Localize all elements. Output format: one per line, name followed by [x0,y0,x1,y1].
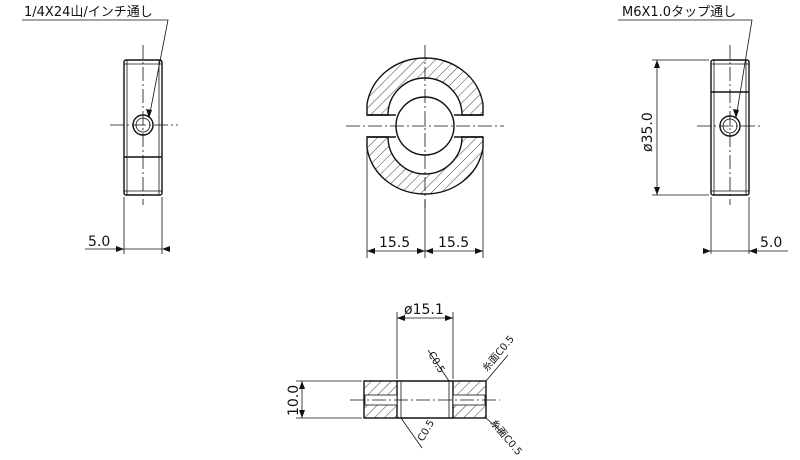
bore-arrow-1 [397,315,405,321]
chamfer-bore-bottom-leader [400,417,423,449]
chamfer-bore-top-leader [427,349,450,382]
right-width-arrow-2 [749,248,757,254]
dia-arrow-top [654,60,660,68]
chamfer-bore-bottom-label: C0.5 [416,418,437,443]
dia-arrow-bottom [654,187,660,195]
thread-left-arrow [146,109,152,118]
front-dim-arrow-4 [475,248,483,254]
right-side-view: M6X1.0タップ通し ø35.0 5.0 [618,5,788,254]
thread-right-arrow [733,109,739,118]
left-width-arrow-1 [116,246,124,252]
right-width-arrow-1 [703,248,711,254]
thick-arrow-bottom [299,410,305,418]
thread-right-leader [618,19,753,119]
chamfer-outer-bottom-label: 糸面C0.5 [488,417,525,458]
right-width-label: 5.0 [760,235,782,251]
thick-arrow-top [299,381,305,389]
bottom-section-view: ø15.1 10.0 C0.5 C0.5 糸面C0.5 糸面C0.5 [286,302,524,458]
thread-right-label: M6X1.0タップ通し [622,5,736,20]
left-side-view: 1/4X24山/インチ通し 5.0 [22,5,178,254]
split-right-label: 15.5 [438,235,469,251]
chamfer-outer-top-label: 糸面C0.5 [480,333,517,374]
left-width-label: 5.0 [88,234,110,250]
left-width-arrow-2 [162,246,170,252]
front-dim-arrow-2 [417,248,425,254]
chamfer-outer-bottom-leader [485,417,505,435]
bore-arrow-2 [445,315,453,321]
outer-dia-label: ø35.0 [640,112,656,152]
front-dim-arrow-3 [425,248,433,254]
chamfer-bore-top-label: C0.5 [425,350,446,375]
front-dim-arrow-1 [367,248,375,254]
thickness-label: 10.0 [286,385,302,416]
chamfer-outer-top-leader [485,354,509,382]
thread-left-label: 1/4X24山/インチ通し [24,5,153,20]
thread-left-leader [22,19,169,119]
front-section-view: 15.5 15.5 [346,45,504,258]
bore-dia-label: ø15.1 [404,302,444,318]
split-left-label: 15.5 [379,235,410,251]
